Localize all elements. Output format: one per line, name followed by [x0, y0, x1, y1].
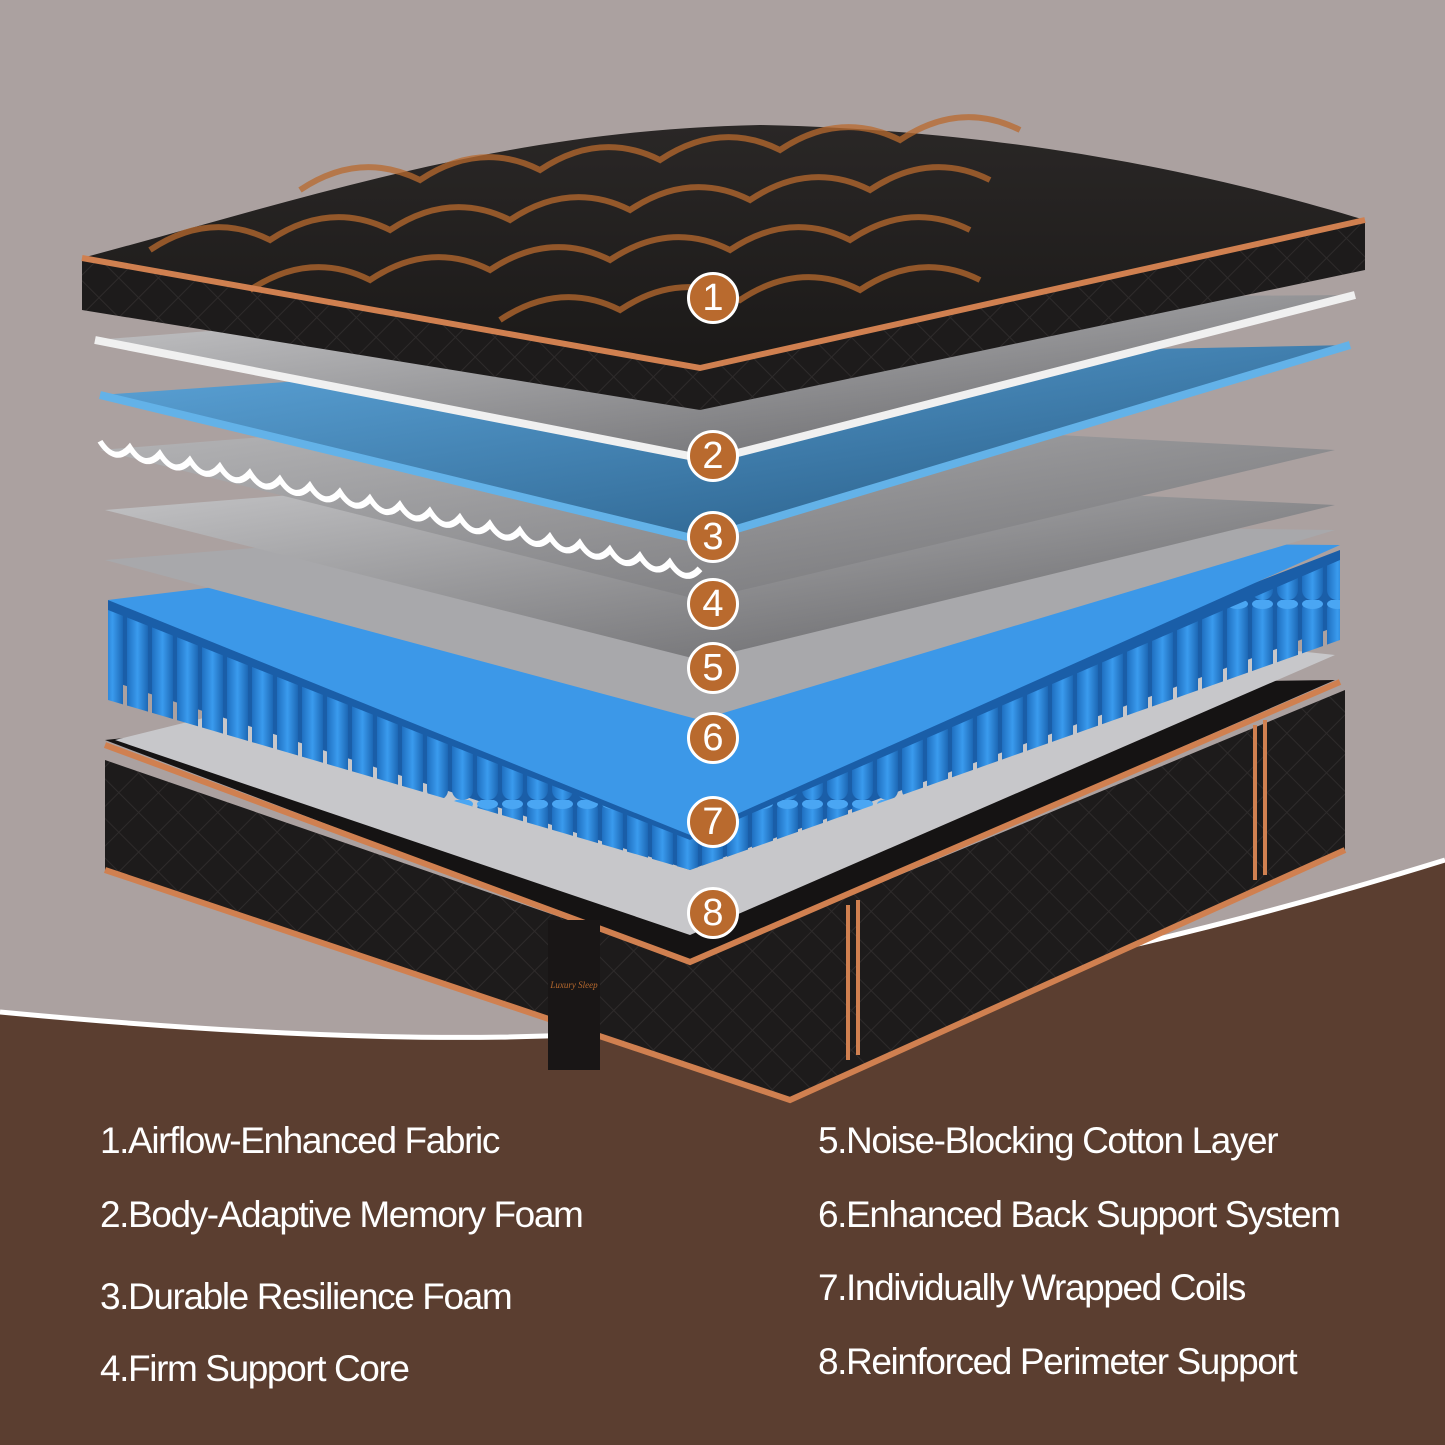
top-mattress [81, 114, 1366, 410]
feature-item-5: 5.Noise-Blocking Cotton Layer [818, 1120, 1279, 1161]
brand-label-tag [548, 920, 600, 1070]
feature-list: 1.Airflow-Enhanced Fabric 2.Body-Adaptiv… [0, 1100, 1445, 1445]
layer-badge-6: 6 [687, 712, 739, 764]
layer-badge-7: 7 [687, 796, 739, 848]
feature-item-7: 7.Individually Wrapped Coils [818, 1267, 1246, 1308]
layer-badge-5: 5 [687, 642, 739, 694]
layer-4-egg-crate-edge [97, 439, 703, 579]
feature-item-6: 6.Enhanced Back Support System [818, 1194, 1341, 1235]
feature-item-3: 3.Durable Resilience Foam [100, 1276, 513, 1317]
feature-item-1: 1.Airflow-Enhanced Fabric [100, 1120, 500, 1161]
brown-background-swoosh [0, 860, 1445, 1445]
feature-item-8: 8.Reinforced Perimeter Support [818, 1341, 1298, 1382]
feature-item-2: 2.Body-Adaptive Memory Foam [100, 1194, 584, 1235]
layer-badge-8: 8 [687, 887, 739, 939]
layer-badge-3: 3 [687, 511, 739, 563]
feature-item-4: 4.Firm Support Core [100, 1348, 410, 1389]
layer-badge-4: 4 [687, 578, 739, 630]
brand-label-text: Luxury Sleep [549, 980, 598, 990]
layer-badge-1: 1 [687, 272, 739, 324]
layer-badge-2: 2 [687, 430, 739, 482]
